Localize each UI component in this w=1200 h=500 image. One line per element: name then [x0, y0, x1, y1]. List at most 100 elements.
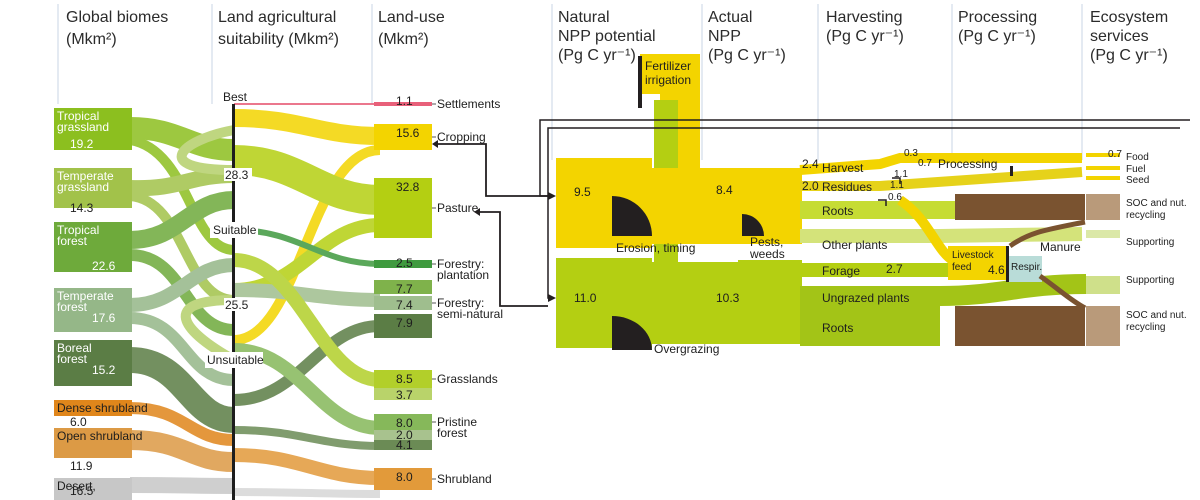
livestock-label-2: feed: [952, 262, 971, 273]
land-use-label-1-0: Cropping: [437, 130, 486, 144]
respiration-block: [1008, 256, 1042, 282]
biome-block-7: [54, 478, 132, 500]
headers: Global biomes (Mkm²) Land agricultural s…: [66, 9, 1168, 64]
header-ecosystem-services-3: (Pg C yr⁻¹): [1090, 47, 1168, 64]
service-soc2-block: [1086, 306, 1120, 346]
land-use-value-1: 15.6: [396, 126, 420, 140]
header-harvesting-2: (Pg C yr⁻¹): [826, 28, 904, 45]
land-use-value-6: 7.9: [396, 316, 413, 330]
flow-open-shrubland: [129, 430, 235, 472]
svg-text:NPP: NPP: [708, 28, 741, 45]
fertilizer-label-2: irrigation: [645, 73, 691, 87]
flow-to-pristine-b: [233, 426, 381, 450]
flow-to-grasslands: [233, 253, 381, 387]
service-supporting2: Supporting: [1126, 275, 1174, 286]
service-seed: Seed: [1126, 175, 1149, 186]
soc-crop-block: [955, 194, 1085, 220]
land-use-label-5-1: semi-natural: [437, 307, 503, 321]
harvest-flow: [799, 153, 1082, 175]
biome-value-0: 19.2: [70, 137, 94, 151]
header-ecosystem-services-2: services: [1090, 28, 1149, 45]
land-use-block-8: [374, 388, 432, 400]
service-fuel: Fuel: [1126, 164, 1145, 175]
svg-text:Natural: Natural: [558, 9, 610, 26]
biome-name-4-1: forest: [57, 352, 88, 366]
suitability-value-unsuitable: 25.5: [225, 298, 249, 312]
erosion-label: Erosion, timing: [616, 241, 695, 255]
biome-block-2: [54, 222, 132, 272]
hook-1: [892, 177, 901, 184]
service-supporting1: Supporting: [1126, 237, 1174, 248]
natural-npp-pasture-value: 11.0: [574, 291, 597, 305]
suitability-value-suitable: 28.3: [225, 168, 249, 182]
suitable-label-bg: [210, 222, 258, 238]
service-food: Food: [1126, 152, 1149, 163]
biome-value-4: 15.2: [92, 363, 116, 377]
land-use-label-0-0: Settlements: [437, 97, 500, 111]
land-use-label-3-1: plantation: [437, 268, 489, 282]
land-use-value-7: 8.5: [396, 372, 413, 386]
land-use-value-10: 2.0: [396, 428, 413, 442]
header-ecosystem-services-1: Ecosystem: [1090, 9, 1168, 26]
biome-value-2: 22.6: [92, 259, 116, 273]
value-0-7-a: 0.7: [918, 158, 932, 169]
harvest-label: Harvest: [822, 161, 864, 175]
land-use-value-12: 8.0: [396, 470, 413, 484]
flow-boreal-forest: [129, 347, 236, 433]
fertilizer-marker: [638, 56, 642, 108]
land-use-block-1: [374, 124, 432, 150]
land-use-block-6: [374, 314, 432, 338]
header-natural-npp-2: NPP potential: [558, 28, 656, 45]
value-1-1-a: 1.1: [894, 169, 908, 180]
flow-temperate-grassland: [129, 167, 235, 197]
svg-text:Harvesting: Harvesting: [826, 9, 902, 26]
land-use-block-9: [374, 414, 432, 430]
connector-cropping-arrow: [432, 140, 438, 148]
biome-block-5: [54, 400, 132, 416]
header-natural-npp-3: (Pg C yr⁻¹): [558, 47, 636, 64]
land-use-value-8: 3.7: [396, 388, 413, 402]
residues-label: Residues: [822, 180, 872, 194]
processing-marker: [1010, 166, 1013, 176]
land-use-label-7-0: Grasslands: [437, 372, 498, 386]
svg-text:suitability (Mkm²): suitability (Mkm²): [218, 31, 339, 48]
svg-text:(Pg C yr⁻¹): (Pg C yr⁻¹): [958, 28, 1036, 45]
flow-to-desert-bottom: [233, 488, 381, 498]
svg-text:Processing: Processing: [958, 9, 1037, 26]
overgrazing-loss: [612, 316, 652, 350]
respiration-label: Respir.: [1011, 262, 1042, 273]
left-flows: [128, 102, 381, 498]
flow-to-pasture-a: [233, 145, 381, 215]
svg-text:Actual: Actual: [708, 9, 752, 26]
biome-name-6-0: Open shrubland: [57, 429, 142, 443]
residues-value: 2.0: [802, 179, 819, 193]
connector-pasture: [480, 211, 548, 307]
svg-text:services: services: [1090, 28, 1149, 45]
biome-value-6: 11.9: [70, 459, 93, 473]
svg-text:(Mkm²): (Mkm²): [378, 31, 429, 48]
header-actual-npp-3: (Pg C yr⁻¹): [708, 47, 786, 64]
biome-name-2-1: forest: [57, 234, 88, 248]
column-separators: [57, 4, 1083, 160]
svg-text:Global biomes: Global biomes: [66, 9, 168, 26]
suitability-best: Best: [223, 90, 248, 104]
service-soc2-1: SOC and nut.: [1126, 310, 1187, 321]
fertilizer-label-1: Fertilizer: [645, 59, 691, 73]
land-use-value-5: 7.4: [396, 298, 413, 312]
flow-temperate-forest: [129, 258, 235, 312]
flow-to-forestry-semi: [233, 283, 381, 307]
svg-text:(Pg C yr⁻¹): (Pg C yr⁻¹): [1090, 47, 1168, 64]
processing-labels: Processing Livestock feed 4.6 Respir. Ma…: [938, 157, 1081, 277]
erosion-loss: [612, 196, 652, 236]
livestock-marker: [1006, 246, 1009, 282]
npp-labels: Fertilizer irrigation 9.5 11.0 8.4 10.3 …: [574, 59, 785, 356]
header-harvesting-1: Harvesting: [826, 9, 902, 26]
header-actual-npp-1: Actual: [708, 9, 752, 26]
service-soc1-block: [1086, 194, 1120, 220]
hook-2: [878, 199, 887, 206]
manure-flow: [1008, 219, 1086, 249]
ungrazed-label: Ungrazed plants: [822, 291, 909, 305]
land-use-label-9-0: Pristine: [437, 415, 477, 429]
recycle-arrow-1: [548, 192, 556, 200]
land-use-block-5: [374, 296, 432, 310]
